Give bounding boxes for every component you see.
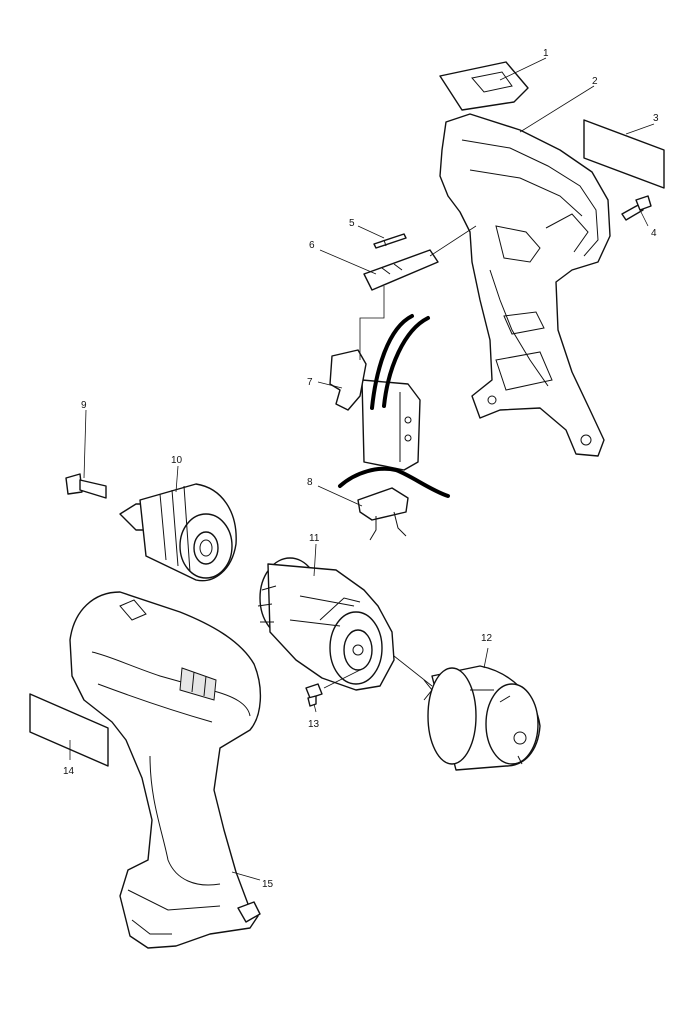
callout-15: 15 [262,879,274,890]
callout-2: 2 [592,76,598,87]
callout-6: 6 [309,240,315,251]
part-9-bolt [65,473,107,499]
callout-8: 8 [307,477,313,488]
callout-12: 12 [481,633,493,644]
callout-labels: 1 2 3 4 5 6 7 8 9 10 11 12 13 14 15 [63,48,659,890]
callout-1: 1 [543,48,549,59]
callout-3: 3 [653,113,659,124]
part-12-motor [423,665,541,771]
part-7-switch [329,314,450,498]
part-2-housing-half [439,113,611,457]
leader-lines [69,57,655,881]
callout-11: 11 [309,533,320,544]
part-13-screw [305,683,323,707]
callout-5: 5 [349,218,355,229]
callout-7: 7 [307,377,313,388]
part-10-chuck [119,483,237,582]
part-3-label [583,119,665,189]
part-15-housing-set [69,591,262,949]
callout-13: 13 [308,719,320,730]
part-6-lever [363,249,439,291]
part-11-gear-assembly [257,557,395,691]
callout-10: 10 [171,455,183,466]
callout-14: 14 [63,766,75,777]
part-4-screw [621,195,652,221]
part-5-pin [373,233,407,249]
part-8-terminal [357,487,409,541]
part-1-button [439,61,529,111]
callout-4: 4 [651,228,657,239]
callout-9: 9 [81,400,87,411]
part-14-label [29,693,109,767]
